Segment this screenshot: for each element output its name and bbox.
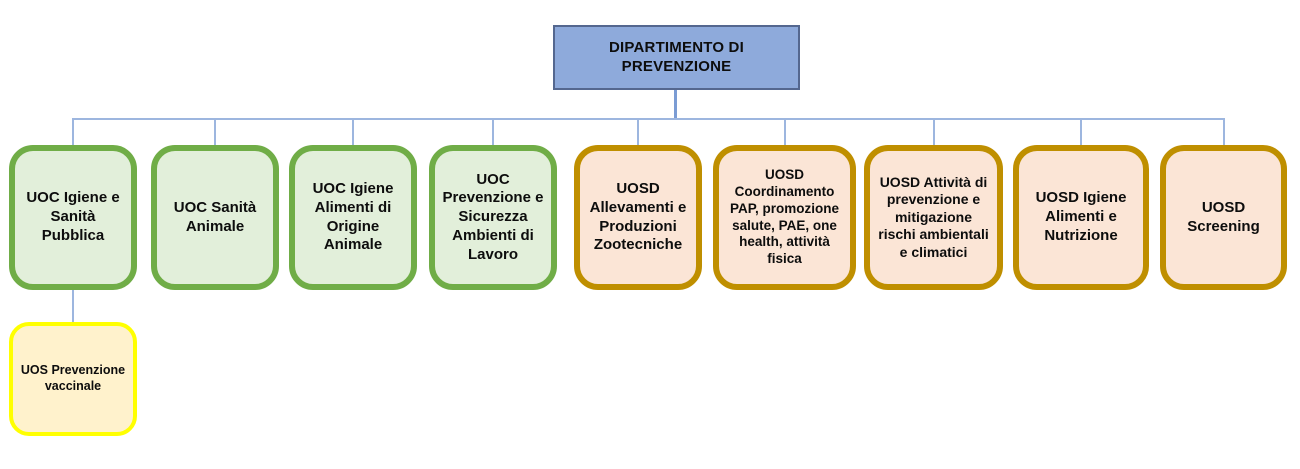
org-node-uoc-igiene-e-sanita-pubblica: UOC Igiene e Sanità Pubblica xyxy=(9,145,137,290)
connector-drop-5 xyxy=(637,119,639,146)
connector-trunk xyxy=(674,90,677,119)
org-node-label: UOC Igiene Alimenti di Origine Animale xyxy=(312,180,394,254)
connector-bus xyxy=(72,118,1225,120)
org-node-label: UOC Prevenzione e Sicurezza Ambienti di … xyxy=(442,170,544,263)
connector-drop-8 xyxy=(1080,119,1082,146)
org-node-label: UOSD Igiene Alimenti e Nutrizione xyxy=(1035,189,1127,244)
connector-drop-2 xyxy=(214,119,216,146)
org-node-uos-prevenzione-vaccinale: UOS Prevenzione vaccinale xyxy=(9,322,137,436)
org-node-label: DIPARTIMENTO DI PREVENZIONE xyxy=(609,38,744,75)
org-node-uosd-attivita-prevenzione-mitigazione-rischi: UOSD Attività di prevenzione e mitigazio… xyxy=(864,145,1003,290)
org-node-uosd-coordinamento-pap: UOSD Coordinamento PAP, promozione salut… xyxy=(713,145,856,290)
org-node-label: UOSD Attività di prevenzione e mitigazio… xyxy=(878,173,989,260)
connector-drop-1 xyxy=(72,119,74,146)
org-node-dipartimento-di-prevenzione: DIPARTIMENTO DI PREVENZIONE xyxy=(553,25,800,90)
org-node-uoc-sanita-animale: UOC Sanità Animale xyxy=(151,145,279,290)
org-node-label: UOSD Screening xyxy=(1187,198,1260,235)
org-node-label: UOC Sanità Animale xyxy=(173,198,257,235)
org-node-label: UOSD Allevamenti e Produzioni Zootecnich… xyxy=(589,180,687,254)
org-node-label: UOS Prevenzione vaccinale xyxy=(20,363,126,393)
org-node-uosd-allevamenti-e-produzioni-zootecniche: UOSD Allevamenti e Produzioni Zootecnich… xyxy=(574,145,702,290)
connector-drop-4 xyxy=(492,119,494,146)
connector-sub-drop xyxy=(72,290,74,322)
org-node-label: UOC Igiene e Sanità Pubblica xyxy=(26,189,120,244)
connector-drop-3 xyxy=(352,119,354,146)
connector-drop-9 xyxy=(1223,119,1225,146)
org-node-uosd-igiene-alimenti-e-nutrizione: UOSD Igiene Alimenti e Nutrizione xyxy=(1013,145,1149,290)
org-node-uosd-screening: UOSD Screening xyxy=(1160,145,1287,290)
org-node-uoc-igiene-alimenti-di-origine-animale: UOC Igiene Alimenti di Origine Animale xyxy=(289,145,417,290)
connector-drop-6 xyxy=(784,119,786,146)
connector-drop-7 xyxy=(933,119,935,146)
org-node-label: UOSD Coordinamento PAP, promozione salut… xyxy=(729,166,839,267)
org-node-uoc-prevenzione-e-sicurezza-ambienti-di-lavoro: UOC Prevenzione e Sicurezza Ambienti di … xyxy=(429,145,557,290)
